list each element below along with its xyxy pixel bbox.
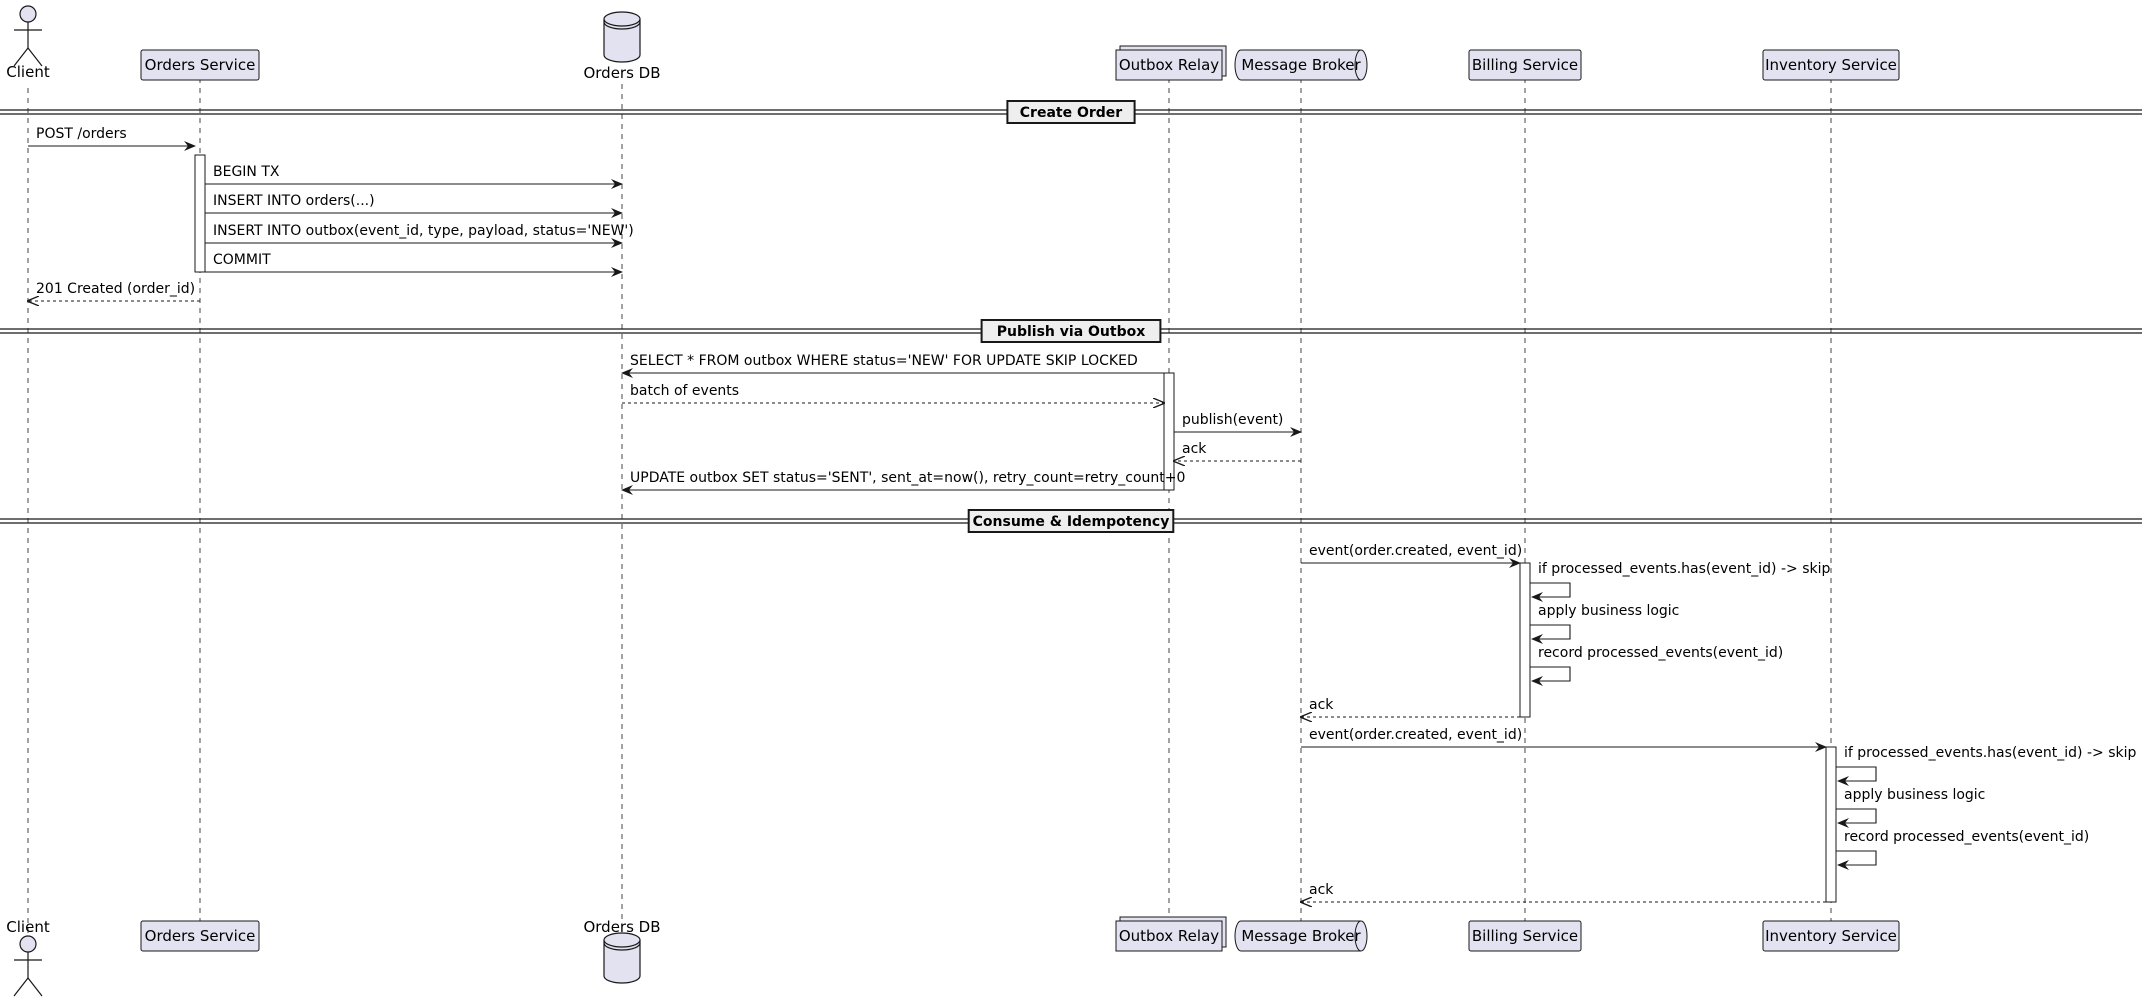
- self-message: record processed_events(event_id): [1530, 645, 1783, 686]
- message-label: ack: [1182, 441, 1207, 457]
- message-label: SELECT * FROM outbox WHERE status='NEW' …: [630, 353, 1138, 369]
- participant-db-bottom: Orders DB: [583, 918, 661, 984]
- participant-label: Client: [6, 63, 50, 81]
- section-title: Create Order: [1020, 105, 1123, 121]
- message-label: ack: [1309, 882, 1334, 898]
- activation-bar-billing: [1519, 562, 1531, 718]
- activation-bars: [194, 154, 1837, 903]
- return-message: ack: [1301, 697, 1520, 717]
- message-label: UPDATE outbox SET status='SENT', sent_at…: [630, 470, 1185, 486]
- participant-inventory-top: Inventory Service: [1762, 49, 1900, 81]
- message-label: INSERT INTO orders(...): [213, 193, 375, 209]
- participant-billing-top: Billing Service: [1468, 49, 1582, 81]
- self-message: apply business logic: [1530, 603, 1679, 644]
- participant-label: Message Broker: [1241, 56, 1361, 74]
- return-message: ack: [1174, 441, 1301, 461]
- message-label: record processed_events(event_id): [1538, 645, 1783, 661]
- message-label: event(order.created, event_id): [1309, 727, 1522, 743]
- message-label: COMMIT: [213, 252, 271, 268]
- message-label: publish(event): [1182, 412, 1283, 428]
- participant-db-top: Orders DB: [583, 11, 661, 82]
- participant-label: Orders Service: [145, 927, 256, 945]
- self-message: if processed_events.has(event_id) -> ski…: [1530, 561, 1830, 602]
- participant-client-bottom: Client: [6, 918, 50, 997]
- participant-label: Client: [6, 918, 50, 936]
- message-arrow: COMMIT: [205, 252, 623, 277]
- message-arrow: POST /orders: [28, 126, 196, 151]
- message-label: 201 Created (order_id): [36, 281, 195, 297]
- message-arrow: event(order.created, event_id): [1301, 727, 1827, 752]
- section-divider: Publish via Outbox: [0, 319, 2142, 343]
- message-label: POST /orders: [36, 126, 127, 142]
- activation-bar-orders: [194, 154, 206, 273]
- participant-broker-top: Message Broker: [1234, 49, 1368, 81]
- participant-inventory-bottom: Inventory Service: [1762, 920, 1900, 952]
- participant-orders-top: Orders Service: [140, 49, 260, 81]
- message-arrow: event(order.created, event_id): [1301, 543, 1522, 568]
- participant-label: Billing Service: [1472, 56, 1578, 74]
- participant-orders-bottom: Orders Service: [140, 920, 260, 952]
- section-divider: Consume & Idempotency: [0, 509, 2142, 533]
- message-arrow: BEGIN TX: [205, 164, 623, 189]
- section-title: Consume & Idempotency: [973, 514, 1170, 530]
- section-title: Publish via Outbox: [997, 324, 1146, 340]
- message-label: INSERT INTO outbox(event_id, type, paylo…: [213, 223, 634, 239]
- message-arrow: INSERT INTO outbox(event_id, type, paylo…: [205, 223, 634, 248]
- message-label: if processed_events.has(event_id) -> ski…: [1844, 745, 2136, 761]
- participant-label: Billing Service: [1472, 927, 1578, 945]
- message-label: BEGIN TX: [213, 164, 280, 180]
- self-message: record processed_events(event_id): [1836, 829, 2089, 870]
- lifelines: [27, 78, 1832, 935]
- participant-label: Orders DB: [583, 64, 660, 82]
- participant-label: Outbox Relay: [1119, 56, 1219, 74]
- participant-billing-bottom: Billing Service: [1468, 920, 1582, 952]
- message-label: record processed_events(event_id): [1844, 829, 2089, 845]
- self-message: apply business logic: [1836, 787, 1985, 828]
- activation-bar-inventory: [1825, 746, 1837, 903]
- message-arrow: UPDATE outbox SET status='SENT', sent_at…: [621, 470, 1185, 495]
- return-message: ack: [1301, 882, 1826, 902]
- message-label: apply business logic: [1844, 787, 1985, 803]
- return-message: batch of events: [622, 383, 1164, 403]
- message-label: if processed_events.has(event_id) -> ski…: [1538, 561, 1830, 577]
- participant-broker-bottom: Message Broker: [1234, 920, 1368, 952]
- participant-label: Message Broker: [1241, 927, 1361, 945]
- message-label: apply business logic: [1538, 603, 1679, 619]
- participant-client-top: Client: [6, 5, 50, 81]
- participant-label: Orders Service: [145, 56, 256, 74]
- participant-label: Inventory Service: [1765, 927, 1897, 945]
- message-arrow: publish(event): [1174, 412, 1302, 437]
- section-divider: Create Order: [0, 100, 2142, 124]
- message-arrow: INSERT INTO orders(...): [205, 193, 623, 218]
- self-message: if processed_events.has(event_id) -> ski…: [1836, 745, 2136, 786]
- participant-label: Outbox Relay: [1119, 927, 1219, 945]
- participant-label: Orders DB: [583, 918, 660, 936]
- participant-label: Inventory Service: [1765, 56, 1897, 74]
- message-arrow: SELECT * FROM outbox WHERE status='NEW' …: [621, 353, 1164, 378]
- participant-relay-bottom: Outbox Relay: [1115, 916, 1227, 952]
- message-label: ack: [1309, 697, 1334, 713]
- message-label: event(order.created, event_id): [1309, 543, 1522, 559]
- return-message: 201 Created (order_id): [28, 281, 200, 301]
- message-label: batch of events: [630, 383, 739, 399]
- participant-relay-top: Outbox Relay: [1115, 45, 1227, 81]
